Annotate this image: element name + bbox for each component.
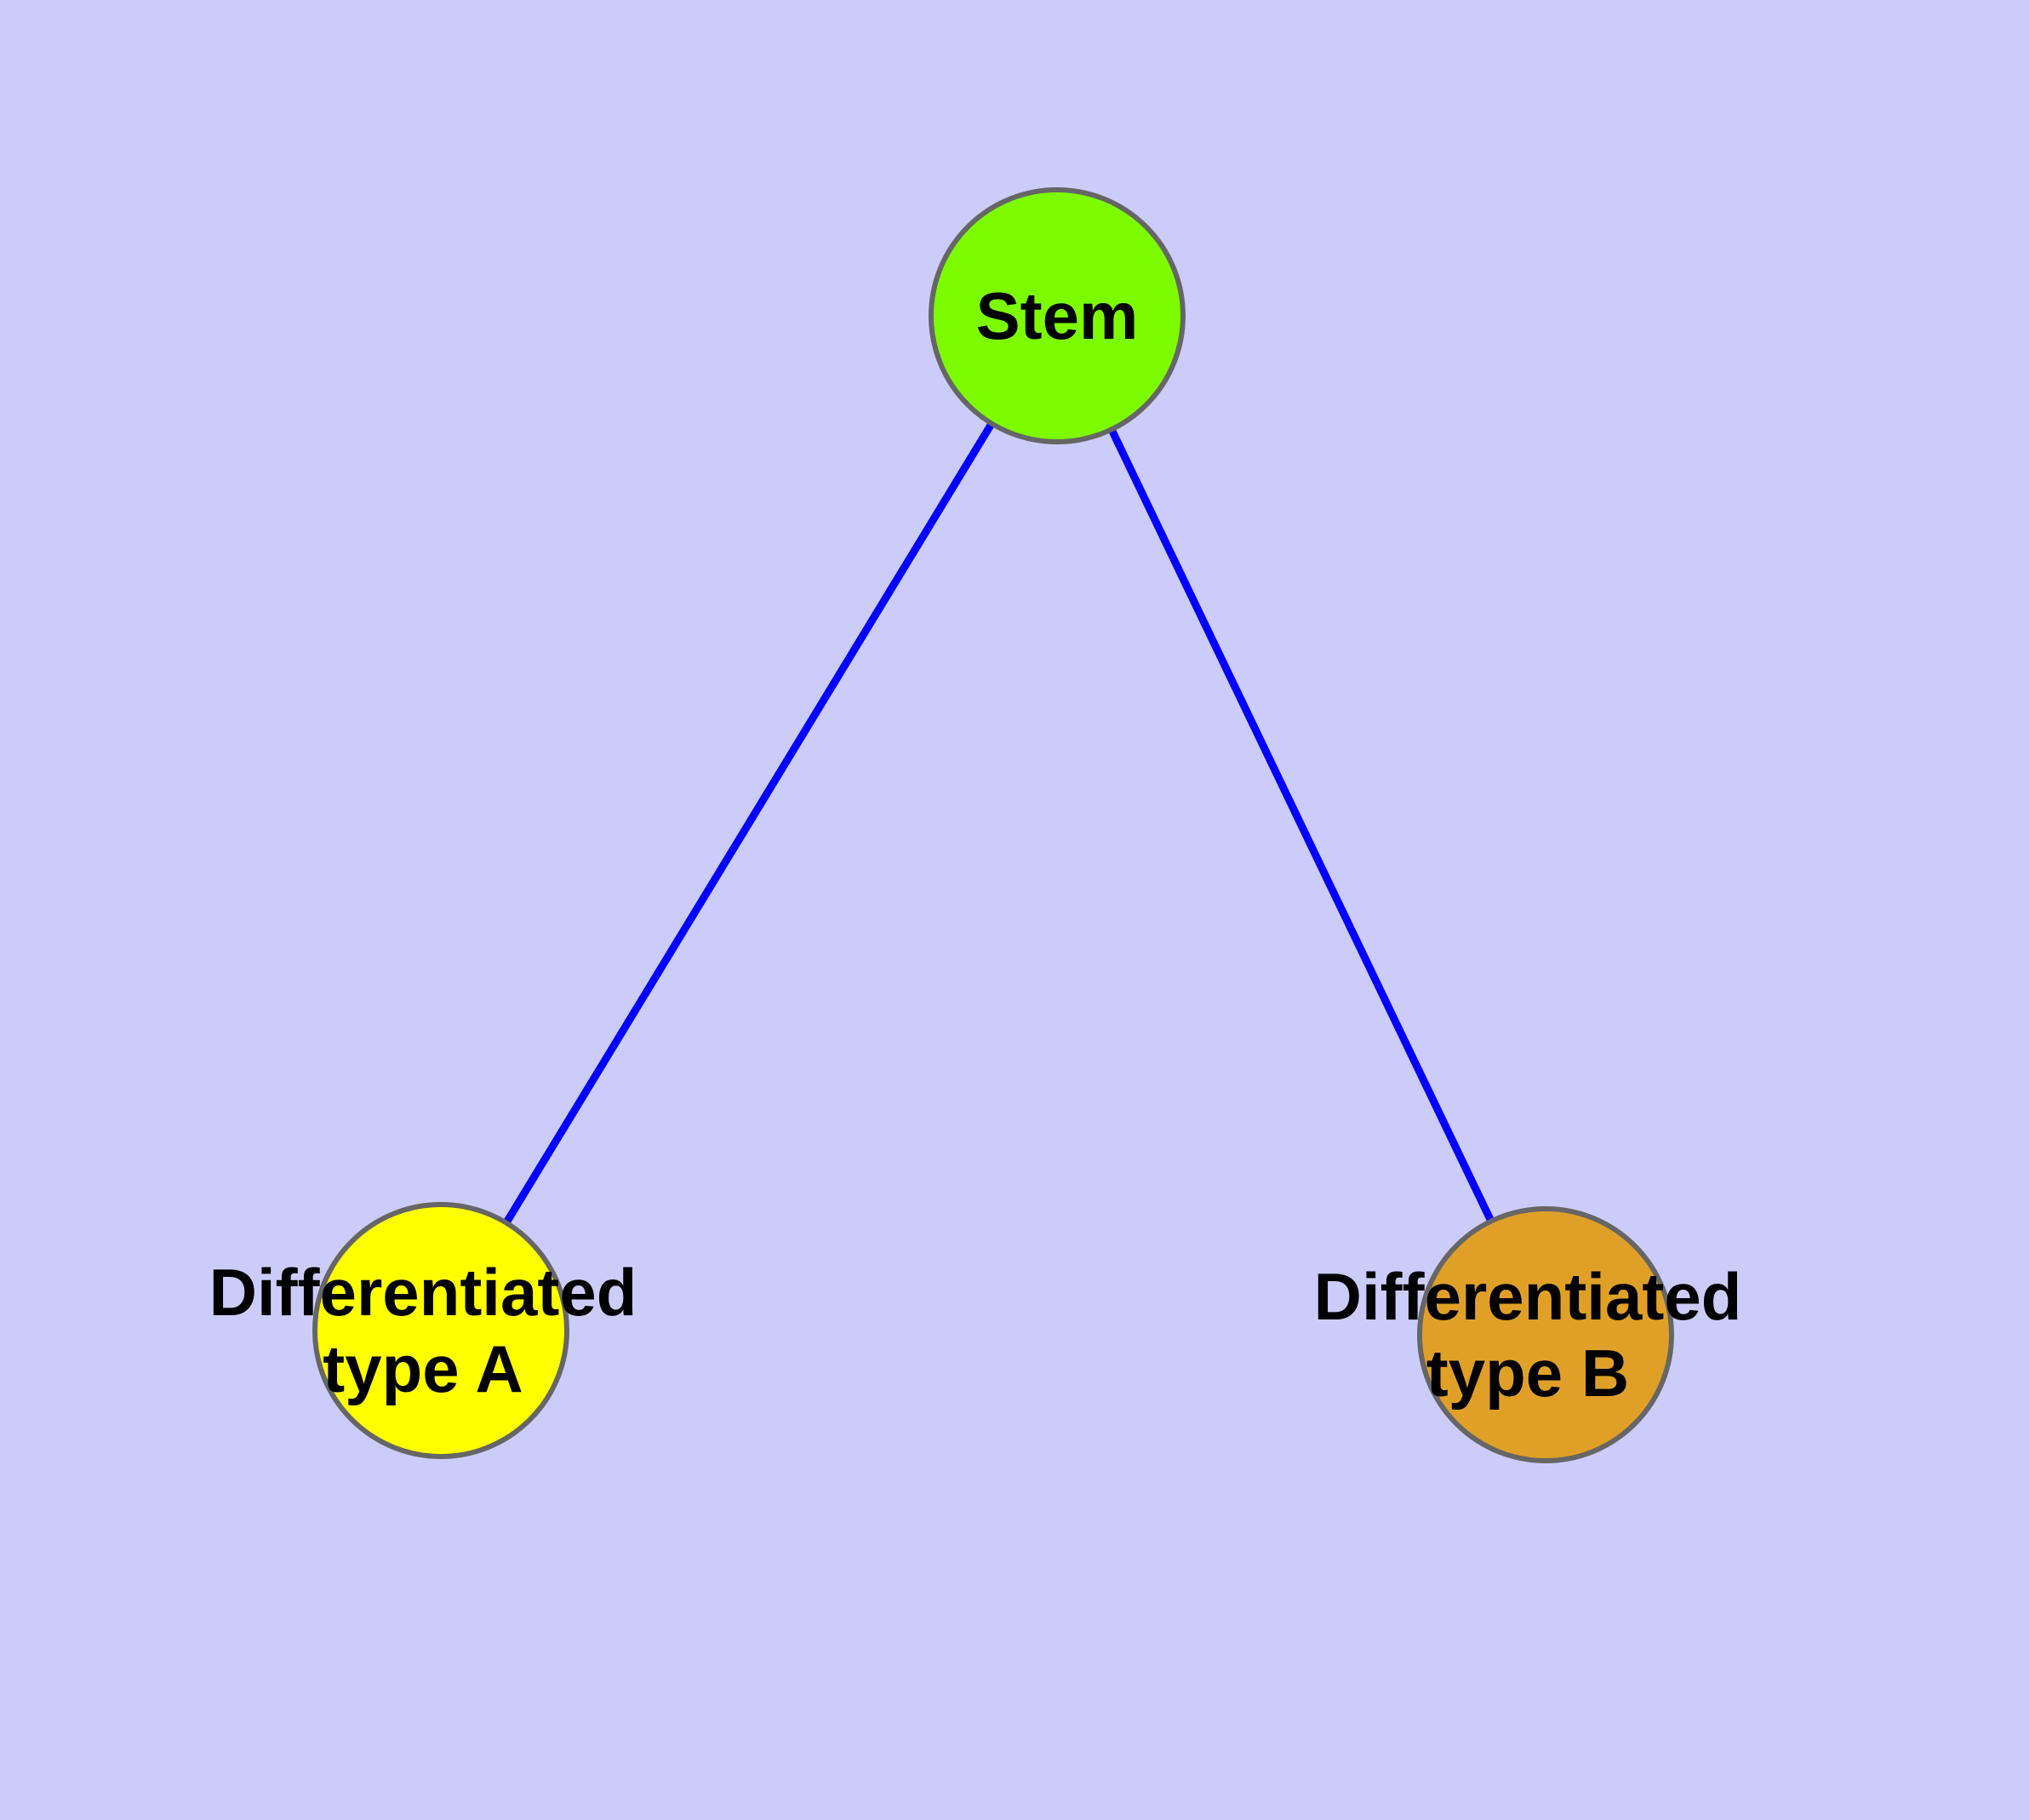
edges-layer bbox=[437, 313, 1550, 1336]
nodes-layer bbox=[312, 187, 1674, 1463]
node-label-line: Stem bbox=[976, 278, 1139, 353]
node-label-line: Differentiated bbox=[1314, 1259, 1742, 1334]
edge-stem-to-diff-b[interactable] bbox=[1053, 314, 1550, 1336]
node-circle-diff_b[interactable] bbox=[1417, 1206, 1674, 1463]
node-label-line: type B bbox=[1426, 1336, 1629, 1411]
edge-stem-to-diff-a[interactable] bbox=[437, 313, 1060, 1333]
node-label-stem: Stem bbox=[976, 278, 1139, 353]
node-label-line: type A bbox=[323, 1331, 523, 1406]
node-label-line: Differentiated bbox=[209, 1255, 637, 1330]
node-circle-diff_a[interactable] bbox=[312, 1202, 569, 1459]
node-circle-stem[interactable] bbox=[929, 187, 1186, 444]
